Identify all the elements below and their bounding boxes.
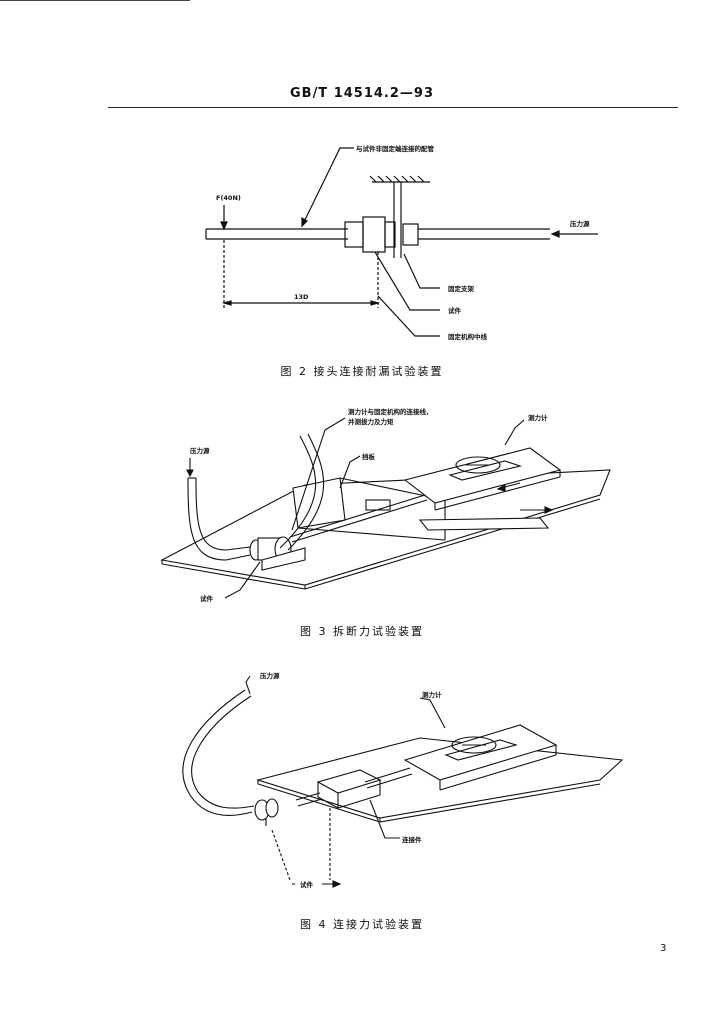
fig4-label-pressure-source: 压力源 bbox=[260, 671, 280, 680]
figure-4-caption: 图 4 连接力试验装置 bbox=[300, 918, 424, 931]
fig2-label-specimen: 试件 bbox=[448, 306, 462, 315]
fig2-label-force: F(40N) bbox=[216, 194, 241, 202]
fig3-label-connect-note-2: 并测拔力及力矩 bbox=[348, 417, 394, 426]
scan-edge-mark bbox=[0, 0, 190, 1]
fig2-label-fixture-center: 固定机构中线 bbox=[448, 332, 488, 341]
header-rule bbox=[108, 107, 678, 108]
fig3-label-pressure-source: 压力源 bbox=[190, 446, 210, 455]
fig2-label-fixed-support: 固定支架 bbox=[448, 284, 475, 293]
fig2-label-pipe-note: 与试件非固定端连接的配管 bbox=[356, 144, 435, 153]
page-number: 3 bbox=[660, 943, 667, 954]
fig3-label-connect-note-1: 测力计与固定机构的连接线， bbox=[348, 407, 433, 416]
figure-3-caption: 图 3 拆断力试验装置 bbox=[300, 625, 424, 638]
standard-header: GB/T 14514.2—93 bbox=[289, 86, 435, 101]
fig3-label-dynamometer: 测力计 bbox=[528, 413, 548, 422]
fig3-label-specimen: 试件 bbox=[200, 594, 214, 603]
figure-2-caption: 图 2 接头连接耐漏试验装置 bbox=[280, 365, 444, 378]
fig4-label-specimen: 试件 bbox=[300, 880, 314, 889]
fig4-label-dynamometer: 测力计 bbox=[422, 690, 442, 699]
fig2-label-pressure-source: 压力源 bbox=[570, 219, 590, 228]
fig4-label-connector: 连接件 bbox=[402, 835, 422, 844]
fig3-label-baffle: 挡板 bbox=[362, 452, 376, 461]
fig2-label-distance: 13D bbox=[294, 293, 309, 301]
